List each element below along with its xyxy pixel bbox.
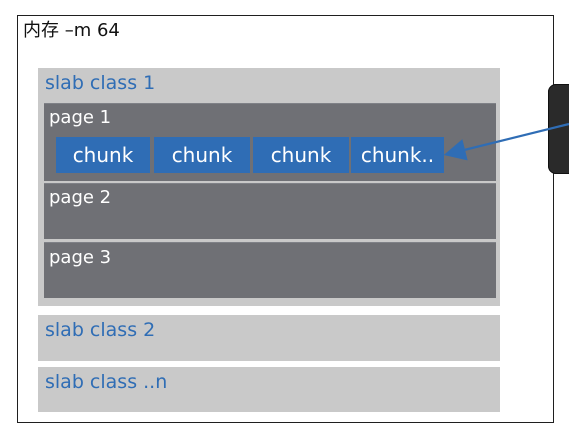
side-panel-tab [548, 84, 569, 174]
page-1-label: page 1 [49, 107, 112, 128]
slab-class-1-label: slab class 1 [45, 72, 156, 94]
memory-title: 内存 –m 64 [23, 20, 120, 41]
page-3-box [44, 242, 496, 298]
chunk-1: chunk [56, 137, 150, 173]
slab-class-2-box [38, 315, 500, 361]
page-3-label: page 3 [49, 247, 112, 268]
slab-class-2-label: slab class 2 [45, 319, 156, 341]
chunk-3: chunk [253, 137, 349, 173]
slab-class-n-label: slab class ..n [45, 371, 168, 393]
chunk-2: chunk [154, 137, 250, 173]
chunk-4: chunk.. [351, 137, 444, 173]
slab-class-n-box [38, 367, 500, 412]
page-2-label: page 2 [49, 187, 112, 208]
page-2-box [44, 183, 496, 239]
